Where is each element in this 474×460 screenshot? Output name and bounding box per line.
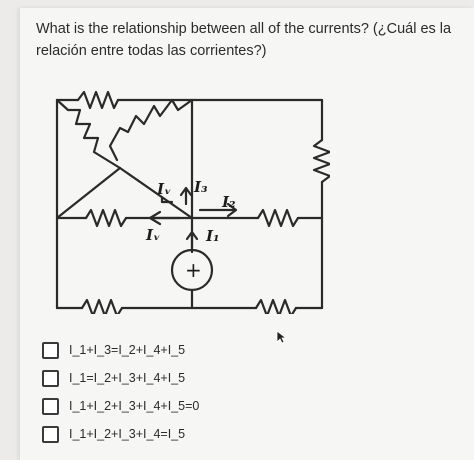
arrow-i2 xyxy=(198,202,238,218)
middle-resistor-left xyxy=(84,208,128,228)
top-resistor xyxy=(76,90,120,110)
label-i1: I₁ xyxy=(205,227,220,245)
diagonal-wire-right xyxy=(118,166,194,220)
diagonal-resistor-left xyxy=(55,98,122,170)
option-1[interactable]: I_1+I_3=I_2+I_4+I_5 xyxy=(42,340,185,360)
option-4[interactable]: I_1+I_2+I_3+I_4=I_5 xyxy=(42,424,185,444)
mouse-cursor-icon xyxy=(276,330,288,344)
arrow-i5 xyxy=(160,196,174,204)
label-i5: Iᵥ xyxy=(156,180,171,198)
option-2[interactable]: I_1=I_2+I_3+I_4+I_5 xyxy=(42,368,185,388)
diagonal-resistor-right xyxy=(108,98,194,162)
voltage-source xyxy=(170,248,214,292)
middle-resistor-right xyxy=(256,208,300,228)
bottom-resistor-left xyxy=(80,298,124,314)
bottom-resistor-right xyxy=(254,298,298,314)
option-3-checkbox[interactable] xyxy=(42,397,59,415)
arrow-i4 xyxy=(148,210,182,226)
option-2-label: I_1=I_2+I_3+I_4+I_5 xyxy=(69,371,186,385)
option-3[interactable]: I_1+I_2+I_3+I_4+I_5=0 xyxy=(42,396,199,416)
arrow-i3 xyxy=(179,186,193,206)
diagonal-wire-left xyxy=(55,166,122,220)
label-i2: I₂ xyxy=(221,193,236,211)
option-2-checkbox[interactable] xyxy=(42,369,59,387)
question-card xyxy=(20,8,474,460)
option-4-checkbox[interactable] xyxy=(42,425,59,443)
circuit-diagram: Iᵥ I₃ I₂ Iᵥ I₁ + xyxy=(55,90,330,314)
option-1-label: I_1+I_3=I_2+I_4+I_5 xyxy=(69,343,186,357)
question-text: What is the relationship between all of … xyxy=(36,21,452,59)
source-plus-sign: + xyxy=(185,258,202,282)
arrow-i1 xyxy=(185,230,199,250)
label-i3: I₃ xyxy=(193,178,208,196)
option-3-label: I_1+I_2+I_3+I_4+I_5=0 xyxy=(69,399,200,413)
option-4-label: I_1+I_2+I_3+I_4=I_5 xyxy=(69,427,186,441)
option-1-checkbox[interactable] xyxy=(42,341,59,359)
right-resistor xyxy=(312,138,330,184)
label-i4: Iᵥ xyxy=(145,226,160,244)
